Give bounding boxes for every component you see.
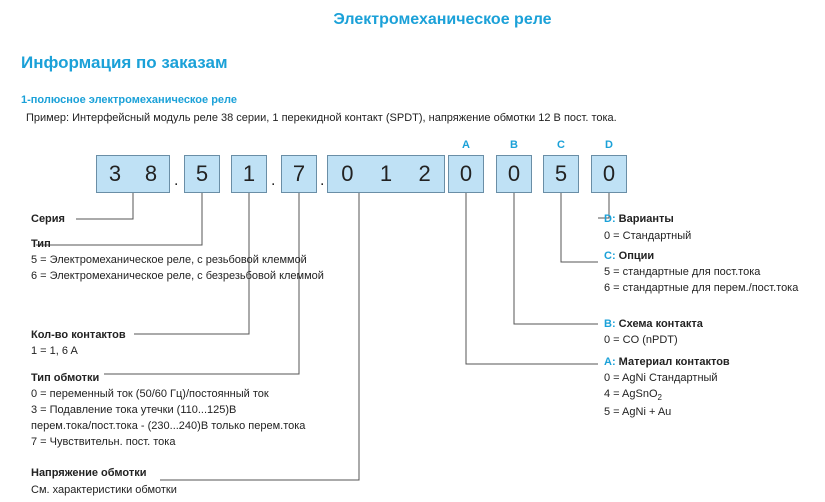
code-letter-a: A (462, 139, 470, 151)
connector-contacts (134, 193, 250, 335)
coil-type-option: 7 = Чувствительн. пост. тока (31, 436, 176, 448)
code-digit: 1 (379, 161, 393, 186)
code-box-c: 5 (543, 155, 579, 193)
code-box-d: 0 (591, 155, 627, 193)
code-separator: . (320, 172, 325, 189)
section-title: Информация по заказам (21, 53, 228, 72)
code-box-series: 3 8 (96, 155, 170, 193)
connector-b (513, 193, 598, 325)
code-box-contacts: 1 (231, 155, 267, 193)
label-a-text: Материал контактов (618, 356, 730, 368)
label-series: Серия (31, 213, 65, 225)
code-separator: . (174, 172, 179, 189)
prefix-d: D: (604, 213, 616, 225)
code-box-type: 5 (184, 155, 220, 193)
code-digit: 0 (602, 161, 616, 186)
label-contacts: Кол-во контактов (31, 329, 126, 341)
code-separator: . (271, 172, 276, 189)
prefix-b: B: (604, 318, 616, 330)
code-digit: 8 (144, 161, 158, 186)
a-option-text: 4 = AgSnO (604, 388, 658, 400)
code-letter-b: B (510, 139, 518, 151)
label-b: B: Схема контакта (604, 318, 703, 330)
d-option: 0 = Стандартный (604, 230, 692, 242)
document-title: Электромеханическое реле (333, 11, 552, 28)
connector-a (465, 193, 598, 365)
code-letter-d: D (605, 139, 613, 151)
example-text: Пример: Интерфейсный модуль реле 38 сери… (26, 112, 617, 124)
a-option: 4 = AgSnO2 (604, 388, 662, 402)
c-option: 6 = стандартные для перем./пост.тока (604, 282, 799, 294)
label-b-text: Схема контакта (618, 318, 703, 330)
label-c: C: Опции (604, 250, 654, 262)
code-digit: 7 (292, 161, 306, 186)
code-box-b: 0 (496, 155, 532, 193)
contacts-option: 1 = 1, 6 A (31, 345, 78, 357)
a-option: 0 = AgNi Стандартный (604, 372, 718, 384)
code-digit: 0 (341, 161, 354, 186)
prefix-c: C: (604, 250, 616, 262)
code-digit: 2 (418, 161, 431, 186)
label-d-text: Варианты (618, 213, 674, 225)
label-voltage: Напряжение обмотки (31, 467, 147, 479)
label-d: D: Варианты (604, 213, 674, 225)
code-box-voltage: 0 1 2 (327, 155, 445, 193)
code-box-coil-type: 7 (281, 155, 317, 193)
type-option: 6 = Электромеханическое реле, с безрезьб… (31, 270, 324, 282)
code-digit: 3 (108, 161, 122, 186)
coil-type-option: 0 = переменный ток (50/60 Гц)/постоянный… (31, 388, 269, 400)
a-option: 5 = AgNi + Au (604, 406, 672, 418)
coil-type-option: перем.тока/пост.тока - (230...240)В толь… (31, 420, 306, 432)
code-box-a: 0 (448, 155, 484, 193)
code-digit: 0 (507, 161, 521, 186)
b-option: 0 = CO (nPDT) (604, 334, 678, 346)
connector-voltage (160, 193, 360, 481)
type-option: 5 = Электромеханическое реле, с резьбово… (31, 254, 307, 266)
connector-d (598, 193, 610, 219)
coil-type-option: 3 = Подавление тока утечки (110...125)В (31, 404, 237, 416)
connector-c (560, 193, 598, 263)
code-digit: 5 (195, 161, 209, 186)
connector-series (76, 193, 134, 220)
voltage-note: См. характеристики обмотки (31, 484, 177, 496)
prefix-a: A: (604, 356, 616, 368)
connector-type (36, 193, 203, 246)
a-option-subscript: 2 (657, 393, 662, 403)
label-a: A: Материал контактов (604, 356, 730, 368)
c-option: 5 = стандартные для пост.тока (604, 266, 761, 278)
code-letter-c: C (557, 139, 565, 151)
code-digit: 1 (242, 161, 256, 186)
code-digit: 0 (459, 161, 473, 186)
label-type: Тип (31, 238, 51, 250)
subsection-title: 1-полюсное электромеханическое реле (21, 94, 237, 106)
label-coil-type: Тип обмотки (31, 372, 100, 384)
connector-coil-type (104, 193, 300, 375)
code-digit: 5 (554, 161, 568, 186)
label-c-text: Опции (618, 250, 655, 262)
